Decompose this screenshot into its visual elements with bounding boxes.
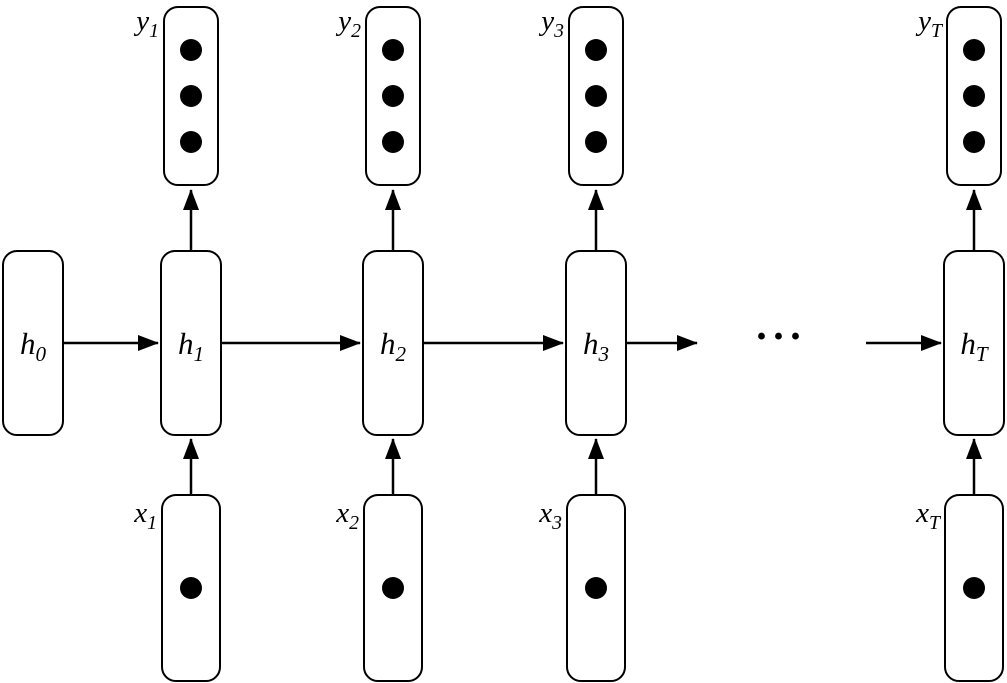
output-label-y3: y3 bbox=[541, 5, 564, 42]
hidden-node-h1-label: h1 bbox=[177, 325, 205, 366]
hidden-node-h2-label: h2 bbox=[379, 325, 407, 366]
input-label-x3: x3 bbox=[539, 497, 562, 534]
input-vector-x2 bbox=[363, 494, 423, 682]
input-vector-x1 bbox=[161, 494, 221, 682]
unit-dot bbox=[963, 131, 985, 153]
output-vector-y3 bbox=[568, 6, 624, 186]
hidden-node-hT-label: hT bbox=[960, 325, 988, 366]
input-vector-xT bbox=[944, 494, 1004, 682]
input-vector-x3 bbox=[566, 494, 626, 682]
output-vector-yT bbox=[946, 6, 1002, 186]
ellipsis: ··· bbox=[754, 314, 806, 360]
output-vector-y2 bbox=[365, 6, 421, 186]
unit-dot bbox=[382, 85, 404, 107]
input-label-x1: x1 bbox=[134, 497, 157, 534]
unit-dot bbox=[585, 577, 607, 599]
output-label-y2: y2 bbox=[338, 5, 361, 42]
unit-dot bbox=[585, 85, 607, 107]
unit-dot bbox=[963, 577, 985, 599]
input-label-x2: x2 bbox=[336, 497, 359, 534]
input-label-xT: xT bbox=[916, 497, 940, 534]
unit-dot bbox=[382, 39, 404, 61]
unit-dot bbox=[180, 131, 202, 153]
hidden-node-h0-label: h0 bbox=[19, 325, 47, 366]
hidden-node-h2: h2 bbox=[362, 250, 424, 436]
output-label-yT: yT bbox=[918, 5, 942, 42]
unit-dot bbox=[180, 39, 202, 61]
unit-dot bbox=[585, 39, 607, 61]
hidden-node-h0: h0 bbox=[2, 250, 64, 436]
hidden-node-hT: hT bbox=[943, 250, 1005, 436]
hidden-node-h3: h3 bbox=[565, 250, 627, 436]
hidden-node-h1: h1 bbox=[160, 250, 222, 436]
unit-dot bbox=[382, 577, 404, 599]
unit-dot bbox=[963, 85, 985, 107]
unit-dot bbox=[585, 131, 607, 153]
unit-dot bbox=[382, 131, 404, 153]
unit-dot bbox=[180, 577, 202, 599]
output-label-y1: y1 bbox=[136, 5, 159, 42]
unit-dot bbox=[180, 85, 202, 107]
output-vector-y1 bbox=[163, 6, 219, 186]
hidden-node-h3-label: h3 bbox=[582, 325, 610, 366]
unit-dot bbox=[963, 39, 985, 61]
